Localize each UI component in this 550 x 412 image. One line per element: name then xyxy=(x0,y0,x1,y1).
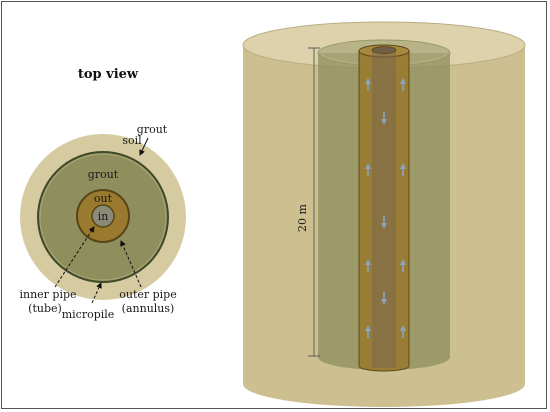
flow-arrow-head xyxy=(400,163,406,169)
flow-arrow-head xyxy=(365,325,371,331)
flow-arrow-head xyxy=(400,78,406,84)
inner-pipe-top xyxy=(371,46,397,54)
in-label: in xyxy=(98,210,109,223)
micropile-leader xyxy=(91,282,102,304)
flow-arrow-head xyxy=(365,78,371,84)
flow-arrow-head xyxy=(365,163,371,169)
inner-pipe-tube xyxy=(91,204,115,228)
flow-arrow-head xyxy=(400,325,406,331)
flow-arrow-right-up xyxy=(400,78,406,91)
top-view: soil grout grout out in inner pipe (tube… xyxy=(19,123,186,321)
grout-inner-label: grout xyxy=(88,168,119,181)
outer-pipe-sublabel: (annulus) xyxy=(122,302,175,315)
flow-arrow-left-up xyxy=(365,78,371,91)
flow-arrow-head xyxy=(381,119,387,125)
flow-arrow-left-up xyxy=(365,259,371,272)
micropile-label: micropile xyxy=(62,308,115,321)
top-view-title: top view xyxy=(78,67,139,82)
flow-arrow-head xyxy=(381,223,387,229)
out-label: out xyxy=(94,192,113,205)
flow-arrow-right-up xyxy=(400,325,406,338)
flow-arrow-center-down xyxy=(381,112,387,125)
outer-pipe-leader xyxy=(120,240,142,288)
flow-arrow-left-up xyxy=(365,325,371,338)
flow-arrow-head xyxy=(381,299,387,305)
side-view: 20 m xyxy=(242,21,526,407)
grout-outer-leader xyxy=(139,137,149,156)
flow-arrow-center-down xyxy=(381,292,387,305)
grout-outer-label: grout xyxy=(137,123,168,136)
outer-pipe-label: outer pipe xyxy=(119,288,177,301)
inner-pipe-label: inner pipe xyxy=(19,288,76,301)
flow-arrow-right-up xyxy=(400,163,406,176)
flow-arrow-right-up xyxy=(400,259,406,272)
inner-pipe-leader xyxy=(54,226,95,288)
soil-label: soil xyxy=(122,134,142,147)
flow-arrow-head xyxy=(400,259,406,265)
depth-label: 20 m xyxy=(296,203,309,231)
inner-pipe-cylinder xyxy=(372,51,396,368)
flow-arrow-head xyxy=(365,259,371,265)
grout-inner-edge xyxy=(39,153,167,281)
flow-arrows xyxy=(365,78,406,338)
flow-arrow-left-up xyxy=(365,163,371,176)
inner-pipe-sublabel: (tube) xyxy=(28,302,62,315)
flow-arrow-center-down xyxy=(381,216,387,229)
